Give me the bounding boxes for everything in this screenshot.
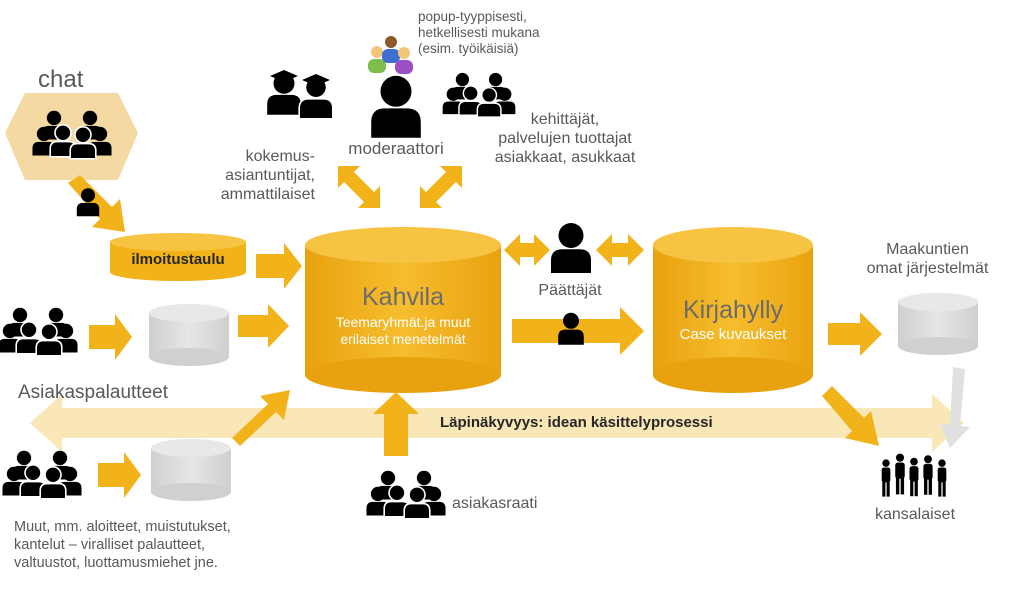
kansalaiset-label: kansalaiset (874, 506, 956, 523)
kehittajat-label: kehittäjät, palvelujen tuottajat asiakka… (494, 111, 636, 166)
asiakaspalautteet-label: Asiakaspalautteet (18, 382, 168, 403)
arrow-kirjahylly-kansalaiset-icon (822, 386, 879, 446)
arrow-group-db1-icon (89, 314, 132, 360)
chat-arrow-icon (68, 175, 125, 232)
muut-label: Muut, mm. aloitteet, muistutukset, kante… (14, 519, 231, 572)
lapinakyvyys-label: Läpinäkyvyys: idean käsittelyprosessi (440, 414, 713, 431)
double-arrow-left-icon (504, 234, 550, 266)
muut-group-icon (2, 451, 81, 499)
ilmoitustaulu-database-icon (110, 233, 246, 281)
kahvila-subtitle: Teemaryhmät.ja muut erilaiset menetelmät (335, 314, 471, 347)
colorful-people-icon (368, 36, 413, 74)
kirjahylly-subtitle: Case kuvaukset (679, 326, 787, 343)
asiakasraati-label: asiakasraati (452, 495, 538, 512)
feedback-database-icon (149, 304, 229, 366)
maakuntien-label: Maakuntien omat järjestelmät (866, 241, 989, 277)
paattajat-label: Päättäjät (538, 282, 602, 299)
chat-hexagon (5, 93, 138, 180)
kahvila-database-icon (305, 227, 501, 393)
transparency-band (30, 394, 964, 452)
moderaattori-label: moderaattori (348, 139, 444, 158)
arrow-group-db2-icon (98, 452, 141, 498)
graduates-icon (267, 70, 334, 120)
paattajat-person-icon (551, 223, 591, 273)
feedback-group-icon (0, 308, 78, 356)
arrow-maakunnat-kansalaiset-icon (940, 367, 970, 448)
arrow-kirjahylly-maakunnat-icon (828, 312, 882, 356)
double-arrow-kokemus-icon (338, 166, 380, 208)
kokemus-label: kokemus- asiantuntijat, ammattilaiset (220, 148, 315, 203)
arrow-db2-kahvila-icon (232, 390, 290, 446)
asiakasraati-group-icon (366, 471, 445, 519)
arrow-asiakasraati-kahvila-icon (373, 392, 419, 456)
kirjahylly-title: Kirjahylly (682, 296, 784, 324)
maakuntien-database-icon (898, 293, 978, 355)
kahvila-title: Kahvila (362, 283, 444, 311)
muut-database-icon (151, 439, 231, 501)
arrow-db1-kahvila-icon (238, 304, 289, 348)
arrow-ilmoitustaulu-kahvila-icon (256, 243, 302, 289)
double-arrow-kehittajat-icon (420, 166, 462, 208)
moderaattori-person-icon (371, 75, 421, 138)
kirjahylly-database-icon (653, 227, 813, 393)
chat-label: chat (38, 66, 84, 93)
popup-label: popup-tyyppisesti, hetkellisesti mukana … (418, 9, 540, 56)
citizens-silhouette-icon (881, 453, 947, 497)
double-arrow-right-icon (596, 234, 644, 266)
ilmoitustaulu-label: ilmoitustaulu (131, 251, 225, 268)
